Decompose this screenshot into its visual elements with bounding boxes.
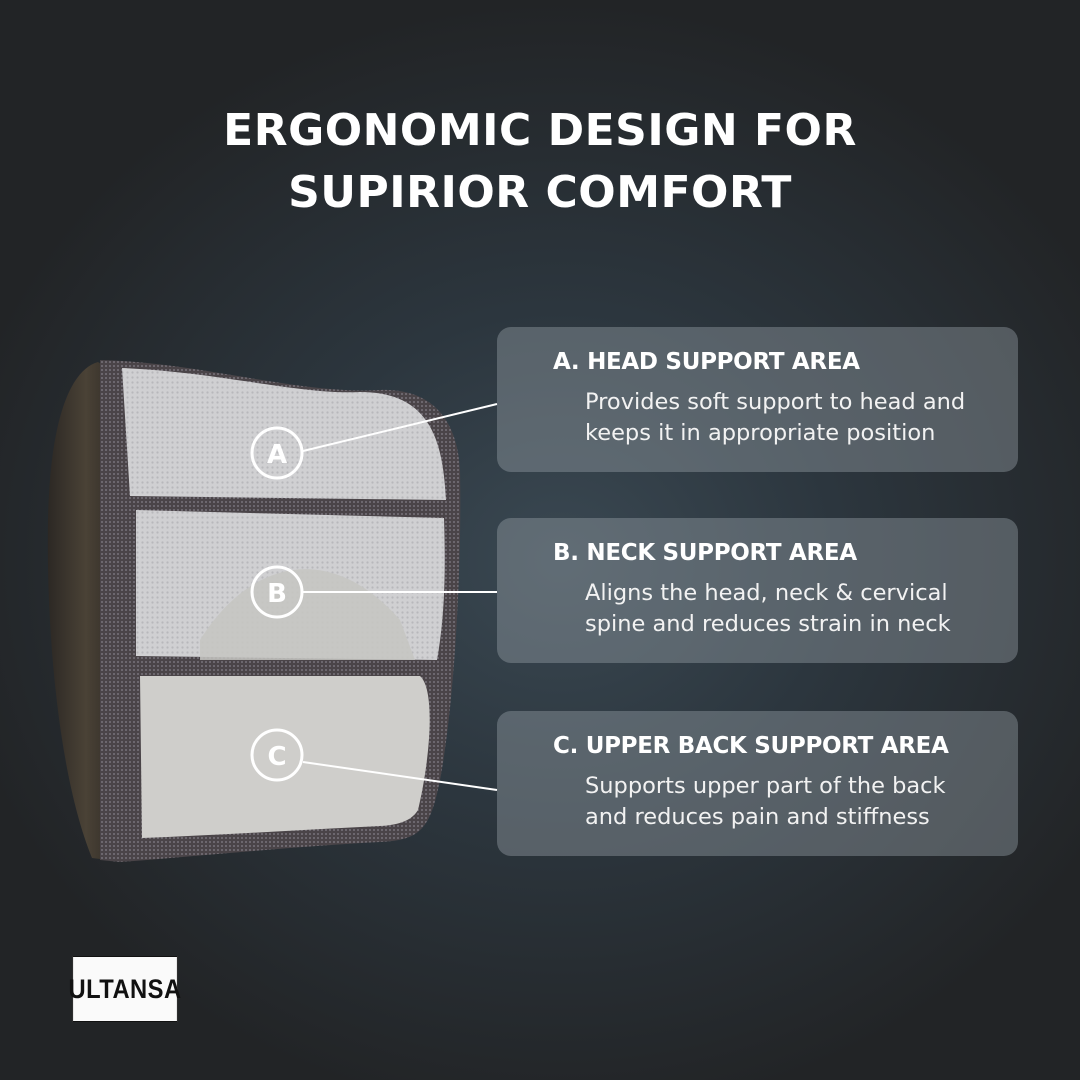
- marker-b: B: [250, 565, 304, 619]
- svg-text:A: A: [267, 440, 287, 470]
- feature-description: Provides soft support to head and keeps …: [585, 387, 1015, 449]
- description-line: keeps it in appropriate position: [585, 420, 936, 446]
- marker-c: C: [250, 728, 304, 782]
- feature-card-neck: B. NECK SUPPORT AREA Aligns the head, ne…: [497, 518, 1018, 663]
- description-line: Supports upper part of the back: [585, 773, 946, 799]
- page-title: ERGONOMIC DESIGN FOR SUPIRIOR COMFORT: [0, 100, 1080, 224]
- title-line-1: ERGONOMIC DESIGN FOR: [223, 105, 857, 156]
- feature-card-head: A. HEAD SUPPORT AREA Provides soft suppo…: [497, 327, 1018, 472]
- feature-description: Supports upper part of the back and redu…: [585, 771, 1015, 833]
- feature-heading: A. HEAD SUPPORT AREA: [553, 349, 860, 375]
- marker-a: A: [250, 426, 304, 480]
- description-line: Aligns the head, neck & cervical: [585, 580, 948, 606]
- feature-heading: C. UPPER BACK SUPPORT AREA: [553, 733, 949, 759]
- feature-heading: B. NECK SUPPORT AREA: [553, 540, 857, 566]
- feature-description: Aligns the head, neck & cervical spine a…: [585, 578, 1015, 640]
- description-line: Provides soft support to head and: [585, 389, 966, 415]
- description-line: spine and reduces strain in neck: [585, 611, 951, 637]
- svg-text:C: C: [267, 742, 286, 772]
- brand-logo: ULTANSA: [68, 956, 181, 1022]
- description-line: and reduces pain and stiffness: [585, 804, 930, 830]
- svg-text:B: B: [267, 579, 287, 609]
- title-line-2: SUPIRIOR COMFORT: [288, 167, 792, 218]
- feature-card-upper-back: C. UPPER BACK SUPPORT AREA Supports uppe…: [497, 711, 1018, 856]
